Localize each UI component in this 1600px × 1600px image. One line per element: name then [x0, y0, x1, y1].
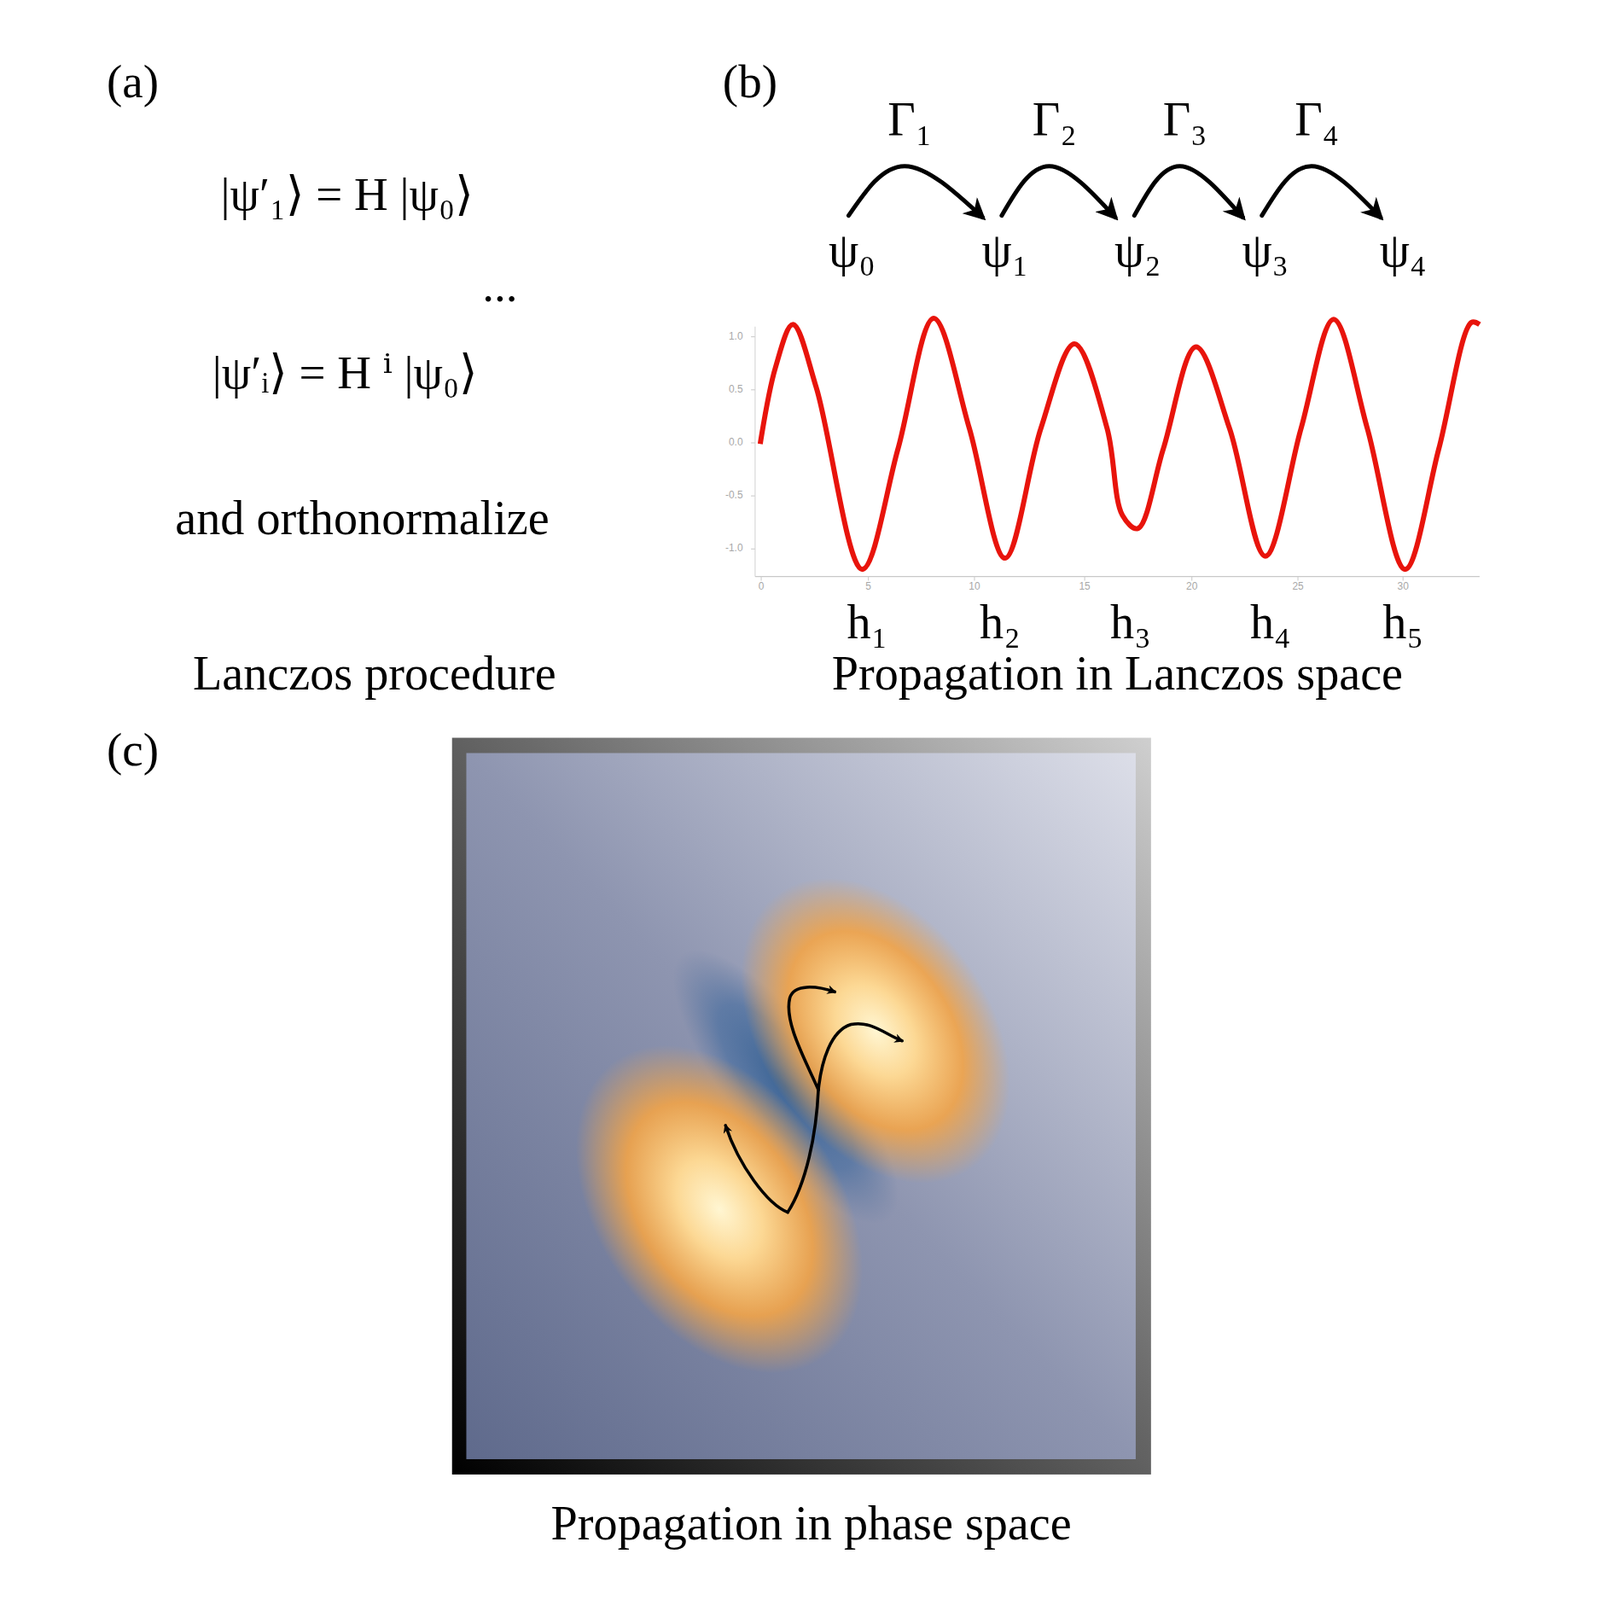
edge-label: Γ₃ [1163, 92, 1208, 148]
tick-label: 0 [758, 581, 765, 594]
edge-label: Γ₄ [1294, 92, 1339, 148]
panel-ground [465, 752, 1135, 1459]
state-node: ψ₁ [978, 222, 1031, 279]
state-node: ψ₄ [1377, 222, 1430, 279]
figure-label: and orthonormalize [174, 490, 549, 547]
edge-label: Γ₁ [887, 92, 932, 148]
figure-label: h₅ [1382, 594, 1424, 651]
figure-label: ... [482, 258, 518, 313]
hop-arrow [1134, 166, 1243, 218]
hop-arrow [1001, 166, 1116, 218]
figure-label: |ψ′ᵢ⟩ = H ⁱ |ψ₀⟩ [212, 345, 478, 400]
state-label: ψ₀ [826, 222, 879, 279]
state-node: ψ₂ [1111, 222, 1164, 279]
tick-label: 15 [1078, 581, 1090, 594]
state-label: ψ₂ [1111, 222, 1164, 279]
figure-label: Propagation in phase space [551, 1495, 1072, 1552]
tick-label: 0.5 [728, 384, 744, 396]
state-label: ψ₁ [978, 222, 1031, 279]
figure-label: (a) [106, 54, 159, 109]
tick-label: 10 [968, 581, 980, 594]
tick-label: 25 [1291, 581, 1304, 594]
figure-label: (c) [106, 722, 159, 777]
figure-label: (b) [722, 54, 778, 109]
figure-label: Propagation in Lanczos space [832, 645, 1403, 702]
state-label: ψ₄ [1377, 222, 1430, 279]
tick-label: -1.0 [725, 542, 744, 555]
hop-arrow [1262, 166, 1381, 218]
figure-label: Lanczos procedure [192, 645, 557, 702]
tick-label: 20 [1186, 581, 1198, 594]
tick-label: 0.0 [728, 436, 744, 449]
x-axis [755, 576, 1480, 577]
state-label: ψ₃ [1239, 222, 1292, 279]
state-node: ψ₀ [826, 222, 879, 279]
figure-label: h₄ [1250, 594, 1292, 651]
tick-label: 5 [865, 581, 872, 594]
edge-label: Γ₂ [1032, 92, 1077, 148]
tick-label: -0.5 [725, 489, 744, 502]
signal-curve [760, 318, 1480, 570]
figure-label: h₁ [847, 594, 889, 651]
state-node: ψ₃ [1239, 222, 1292, 279]
positive-lobe [516, 991, 922, 1428]
figure-label: h₃ [1110, 594, 1152, 651]
figure-label: h₂ [979, 594, 1021, 651]
tick-label: 1.0 [728, 331, 744, 344]
trajectory-arrows [725, 987, 902, 1213]
y-axis [754, 326, 756, 577]
panel-frame [452, 738, 1152, 1475]
tick-label: 30 [1397, 581, 1409, 594]
figure-label: |ψ′₁⟩ = H |ψ₀⟩ [220, 167, 473, 222]
hop-arrow [848, 166, 983, 218]
